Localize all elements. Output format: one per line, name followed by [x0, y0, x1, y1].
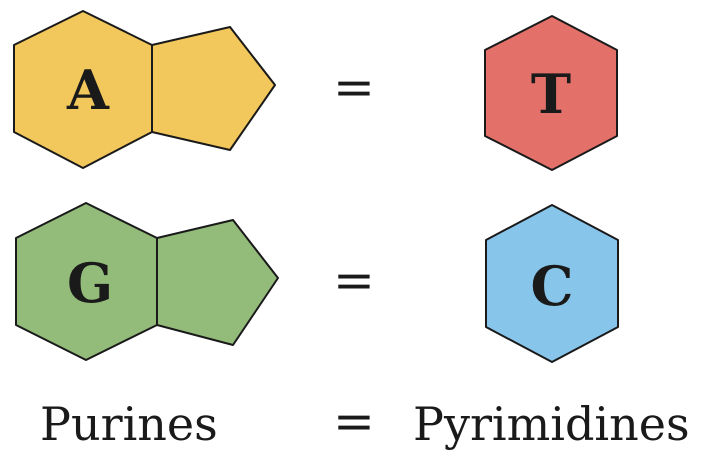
pyrimidines-label: Pyrimidines — [413, 397, 690, 451]
purine-g: G — [15, 202, 279, 361]
equals-sign-row-2: = — [333, 251, 375, 309]
purine-g-pentagon — [156, 219, 279, 346]
purine-g-hexagon — [15, 202, 158, 361]
purines-label: Purines — [40, 397, 218, 451]
pyrimidine-c: C — [485, 204, 619, 363]
purine-a-pentagon — [151, 26, 276, 151]
pyrimidine-c-letter: C — [531, 254, 574, 318]
equals-sign-row-1: = — [333, 58, 375, 116]
pair-row-1: A = T — [13, 10, 618, 171]
pair-row-2: G = C — [15, 202, 619, 363]
purine-a-letter: A — [66, 58, 110, 122]
class-labels: Purines = Pyrimidines — [40, 392, 690, 451]
purine-a: A — [13, 10, 276, 169]
purine-g-letter: G — [67, 251, 113, 315]
purine-a-hexagon — [13, 10, 153, 169]
pyrimidine-c-hexagon — [485, 204, 619, 363]
pyrimidine-t-letter: T — [531, 62, 571, 126]
equals-sign-labels: = — [333, 392, 375, 450]
pyrimidine-t-hexagon — [484, 15, 618, 171]
pyrimidine-t: T — [484, 15, 618, 171]
